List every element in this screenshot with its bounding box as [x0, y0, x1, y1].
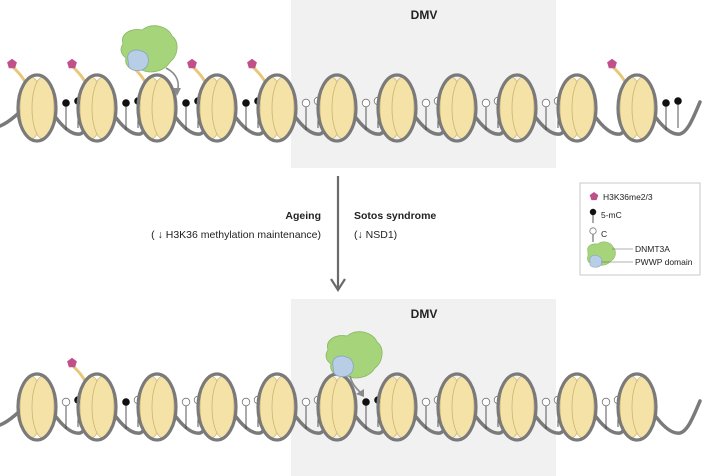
dna-wrap: [136, 73, 178, 143]
legend-c-label: C: [601, 229, 607, 239]
enzyme-arrow-bottom: [349, 375, 361, 393]
dnmt3a-enzyme-top: [120, 25, 178, 73]
nucleosome: [556, 372, 623, 442]
dna-wrap: [76, 372, 118, 442]
nucleosome: [616, 372, 658, 442]
methylated-cpg-icon: [62, 99, 70, 107]
nucleosome: [376, 73, 443, 143]
nucleosome: [196, 372, 263, 442]
sotos-title: Sotos syndrome: [354, 210, 436, 222]
dna-wrap: [616, 73, 658, 143]
nucleosome: [187, 58, 262, 143]
dna-wrap: [196, 73, 238, 143]
unmethylated-cpg-icon: [601, 397, 611, 407]
h3k36me-mark-icon: [7, 58, 17, 69]
unmethylated-cpg-icon: [481, 397, 491, 407]
nucleosome: [556, 73, 598, 143]
nucleosome: [316, 73, 383, 143]
dna-wrap: [616, 372, 658, 442]
enzyme-arrowhead-bottom: [356, 389, 364, 397]
pwwp-domain: [332, 355, 354, 378]
legend-5mc-icon: [589, 208, 597, 216]
dna-wrap: [16, 73, 58, 143]
dna-wrap: [556, 372, 598, 442]
ageing-title: Ageing: [285, 210, 321, 222]
dna-wrap: [256, 372, 298, 442]
unmethylated-cpg-icon: [421, 397, 431, 407]
dna-wrap: [376, 372, 418, 442]
dna-wrap: [496, 73, 538, 143]
sotos-detail: (↓ NSD1): [354, 229, 397, 241]
unmethylated-cpg-icon: [181, 397, 191, 407]
legend-5mc-label: 5-mC: [601, 210, 622, 220]
dna-wrap: [136, 372, 178, 442]
transition-arrowhead: [330, 278, 346, 293]
unmethylated-cpg-icon: [481, 98, 491, 108]
nucleosome: [436, 372, 503, 442]
dna-wrap: [16, 372, 58, 442]
unmethylated-cpg-icon: [421, 98, 431, 108]
h3k36me-mark-icon: [187, 58, 197, 69]
dna-wrap: [436, 372, 478, 442]
dmv-label-top: DMV: [411, 8, 438, 22]
unmethylated-cpg-icon: [541, 98, 551, 108]
nucleosome: [7, 58, 82, 143]
unmethylated-cpg-icon: [301, 397, 311, 407]
dna-wrap: [556, 73, 598, 143]
ageing-detail: ( ↓ H3K36 methylation maintenance): [151, 229, 321, 241]
pwwp-domain: [127, 49, 149, 72]
legend-pwwp-label: PWWP domain: [635, 257, 693, 267]
h3k36me-mark-icon: [607, 58, 617, 69]
nucleosome: [67, 58, 142, 143]
unmethylated-cpg-icon: [301, 98, 311, 108]
methylated-cpg-icon: [242, 99, 250, 107]
dna-wrap: [496, 372, 538, 442]
h3k36me-mark-icon: [247, 58, 257, 69]
dna-wrap: [256, 73, 298, 143]
nucleosome: [376, 372, 443, 442]
nucleosome: [127, 58, 202, 143]
legend-mark-label: H3K36me2/3: [603, 192, 653, 202]
enzyme-arrowhead-top: [173, 88, 181, 96]
methylated-cpg-icon: [182, 99, 190, 107]
methylated-cpg-icon: [362, 398, 370, 406]
methylated-cpg-icon: [674, 97, 682, 105]
unmethylated-cpg-icon: [241, 397, 251, 407]
dna-wrap: [376, 73, 418, 143]
nucleosome-row-bottom: [16, 357, 658, 442]
methylated-cpg-icon: [122, 398, 130, 406]
dna-wrap: [316, 73, 358, 143]
legend-dnmt3a-label: DNMT3A: [635, 244, 670, 254]
dna-wrap: [436, 73, 478, 143]
nucleosome: [436, 73, 503, 143]
h3k36me-mark-icon: [67, 357, 77, 368]
methylated-cpg-icon: [122, 99, 130, 107]
nucleosome-row-top: [7, 58, 682, 143]
legend-pwwp-icon: [589, 254, 603, 268]
methylated-cpg-icon: [662, 99, 670, 107]
nucleosome: [607, 58, 682, 143]
dna-wrap: [196, 372, 238, 442]
unmethylated-cpg-icon: [61, 397, 71, 407]
nucleosome: [16, 372, 82, 442]
dmv-label-bottom: DMV: [411, 307, 438, 321]
legend: H3K36me2/3 5-mC C DNMT3A PWWP domain: [579, 182, 701, 276]
unmethylated-cpg-icon: [361, 98, 371, 108]
nucleosome: [67, 357, 143, 442]
nucleosome: [136, 372, 203, 442]
legend-c-icon: [589, 227, 597, 235]
dnmt3a-enzyme-bottom: [325, 331, 383, 379]
unmethylated-cpg-icon: [541, 397, 551, 407]
dna-wrap: [76, 73, 118, 143]
legend-mark-icon: [589, 192, 599, 201]
h3k36me-mark-icon: [67, 58, 77, 69]
